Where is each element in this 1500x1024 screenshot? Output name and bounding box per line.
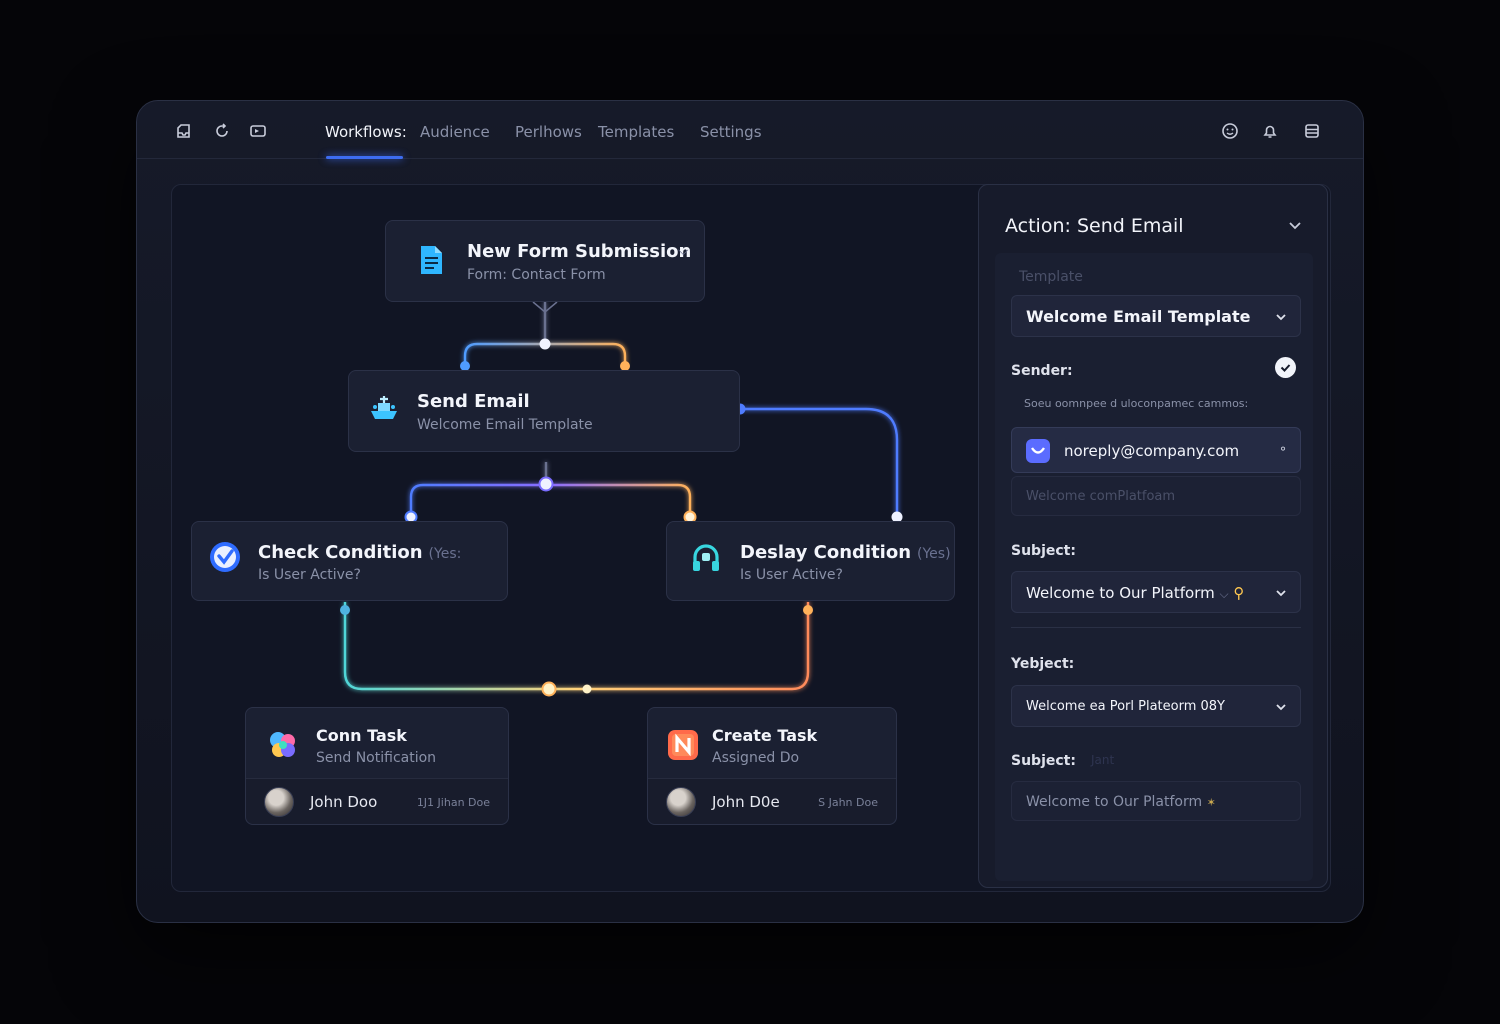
check-circle-icon[interactable] xyxy=(1275,357,1296,378)
list-icon[interactable] xyxy=(1303,122,1321,140)
node-title: Create Task xyxy=(712,726,818,745)
node-subtitle: Welcome Email Template xyxy=(417,417,593,433)
node-subtitle: Is User Active? xyxy=(258,567,361,583)
avatar xyxy=(666,787,696,817)
subject-label: Subject: xyxy=(1011,543,1076,559)
chevron-down-icon[interactable] xyxy=(1287,217,1303,233)
radio-icon: ⚬ xyxy=(1277,442,1288,456)
node-subtitle: Assigned Do xyxy=(712,750,800,766)
sender-hint: Soeu oomnpee d uloconpamec cammos: xyxy=(1024,397,1249,410)
top-bar: Workflows: Audience Perlhows Templates S… xyxy=(137,101,1363,159)
template-value: Welcome Email Template xyxy=(1026,307,1251,326)
sender-label: Sender: xyxy=(1011,363,1073,379)
condition-tag: (Yes: xyxy=(428,546,462,562)
refresh-icon[interactable] xyxy=(213,122,231,140)
panel-body xyxy=(995,253,1313,881)
subject-faint-text: Jant xyxy=(1091,753,1115,767)
panel-title: Action: Send Email xyxy=(1005,215,1184,237)
boat-icon xyxy=(367,391,401,425)
sender-email: noreply@company.com xyxy=(1064,442,1240,460)
condition-tag: (Yes) xyxy=(917,546,951,562)
subject-select[interactable]: Welcome to Our Platform ⌵ ⚲ xyxy=(1011,571,1301,613)
tab-audience[interactable]: Audience xyxy=(420,123,490,141)
subject-label-2: Subject: xyxy=(1011,753,1076,769)
node-subtitle: Form: Contact Form xyxy=(467,267,606,283)
colorful-blob-icon xyxy=(266,728,300,762)
n-badge-icon xyxy=(666,728,700,762)
node-subtitle: Is User Active? xyxy=(740,567,843,583)
node-title: New Form Submission xyxy=(467,241,692,262)
node-title: Deslay Condition(Yes) xyxy=(740,542,951,563)
subject-value: Welcome to Our Platform ⌵ ⚲ xyxy=(1026,584,1245,602)
inbox-icon[interactable] xyxy=(175,122,193,140)
check-badge-icon xyxy=(208,540,242,574)
smiley-icon[interactable] xyxy=(1221,122,1239,140)
assignee-meta: S Jahn Doe xyxy=(818,796,878,809)
chevron-down-icon xyxy=(1274,310,1288,324)
node-title: Send Email xyxy=(417,391,530,412)
node-new-form-submission[interactable]: New Form Submission ⌵ Form: Contact Form xyxy=(385,220,705,302)
chevron-down-icon[interactable]: ⌵ xyxy=(678,243,689,259)
sender-name-placeholder: Welcome comPlatfoam xyxy=(1026,489,1176,504)
section-divider xyxy=(1011,627,1301,628)
sender-name-field[interactable]: Welcome comPlatfoam xyxy=(1011,476,1301,516)
active-tab-indicator xyxy=(326,156,403,159)
sender-email-select[interactable]: noreply@company.com ⚬ xyxy=(1011,427,1301,473)
headset-icon xyxy=(689,542,723,576)
template-label: Template xyxy=(1019,269,1083,285)
node-title: Check Condition(Yes: xyxy=(258,542,462,563)
chevron-down-icon xyxy=(1274,586,1288,600)
node-send-email[interactable]: Send Email Welcome Email Template xyxy=(348,370,740,452)
subject-field[interactable]: Welcome to Our Platform ✶ xyxy=(1011,781,1301,821)
assignee-name: John D0e xyxy=(712,793,780,811)
node-delay-condition[interactable]: Deslay Condition(Yes) Is User Active? xyxy=(666,521,955,601)
bell-icon[interactable] xyxy=(1261,122,1279,140)
tab-templates[interactable]: Templates xyxy=(598,123,675,141)
yebject-label: Yebject: xyxy=(1011,656,1075,672)
node-subtitle: Send Notification xyxy=(316,750,437,766)
subject-field-value: Welcome to Our Platform ✶ xyxy=(1026,794,1216,810)
tab-workflows[interactable]: Workflows: xyxy=(325,123,407,141)
action-panel: Action: Send Email Template Welcome Emai… xyxy=(978,184,1328,888)
node-conn-task[interactable]: Conn Task Send Notification John Doo 1J1… xyxy=(245,707,509,825)
tab-perlhows[interactable]: Perlhows xyxy=(515,123,582,141)
shield-check-icon xyxy=(1026,439,1050,463)
assignee-row[interactable]: John D0e S Jahn Doe xyxy=(648,778,896,824)
assignee-name: John Doo xyxy=(310,793,378,811)
node-create-task[interactable]: Create Task Assigned Do John D0e S Jahn … xyxy=(647,707,897,825)
assignee-row[interactable]: John Doo 1J1 Jihan Doe xyxy=(246,778,508,824)
yebject-value: Welcome ea Porl Plateorm 08Y xyxy=(1026,699,1225,714)
template-select[interactable]: Welcome Email Template xyxy=(1011,295,1301,337)
yebject-select[interactable]: Welcome ea Porl Plateorm 08Y xyxy=(1011,685,1301,727)
tab-settings[interactable]: Settings xyxy=(700,123,762,141)
document-icon xyxy=(414,243,448,277)
avatar xyxy=(264,787,294,817)
node-title: Conn Task xyxy=(316,726,407,745)
media-icon[interactable] xyxy=(249,122,267,140)
node-check-condition[interactable]: Check Condition(Yes: Is User Active? xyxy=(191,521,508,601)
chevron-down-icon xyxy=(1274,700,1288,714)
assignee-meta: 1J1 Jihan Doe xyxy=(416,796,490,809)
